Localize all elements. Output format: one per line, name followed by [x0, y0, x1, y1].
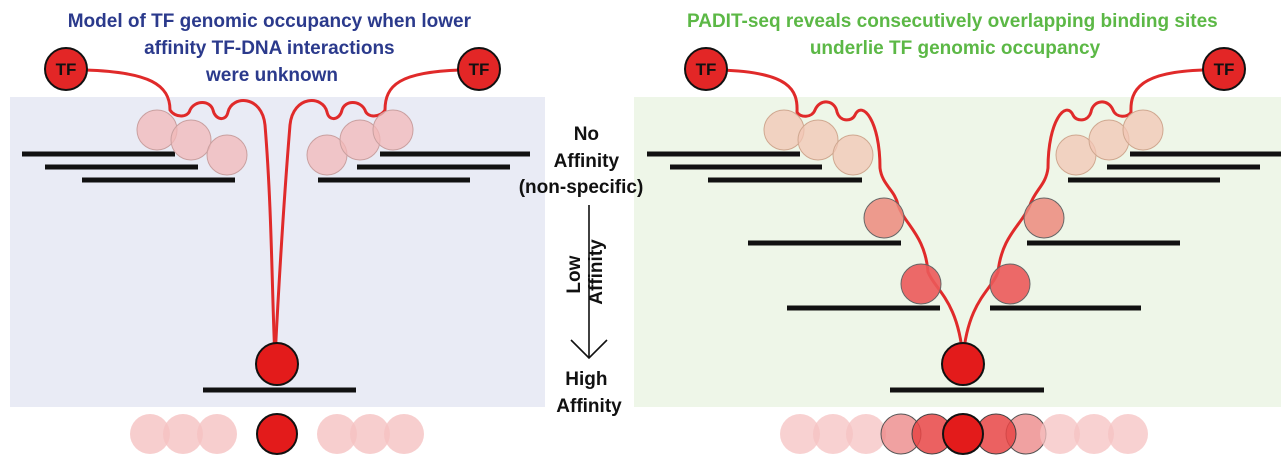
- right-high-affinity-tf: [941, 342, 985, 386]
- scale-top-line-2: Affinity: [554, 151, 620, 172]
- right-dna: [647, 151, 1281, 393]
- right-site-3: [832, 134, 874, 176]
- right-site-6: [1122, 109, 1164, 151]
- left-summary-1: [130, 414, 170, 454]
- left-dna: [22, 151, 530, 393]
- left-tf-label-2: TF: [469, 60, 490, 79]
- right-tf-label-1: TF: [696, 60, 717, 79]
- right-occupancy-summary: [780, 413, 1148, 455]
- left-site-2: [170, 119, 212, 161]
- left-summary-6: [384, 414, 424, 454]
- right-low-site-4: [989, 263, 1031, 305]
- right-tether-left: [719, 68, 965, 359]
- right-low-site-1: [863, 197, 905, 239]
- scale-bottom-line-1: High: [565, 369, 607, 390]
- scale-bottom-line-2: Affinity: [556, 396, 622, 417]
- left-summary-5: [350, 414, 390, 454]
- scale-bottom-label: High Affinity: [556, 369, 622, 417]
- right-tf-circle-2: [1202, 47, 1246, 91]
- left-tether-top-right: [273, 68, 461, 359]
- right-summary-center: [942, 413, 984, 455]
- scale-top-line-1: No: [574, 124, 599, 145]
- right-tf-circle-1: [684, 47, 728, 91]
- scale-middle-label: Low Affinity: [564, 239, 607, 305]
- scale-top-line-3: (non-specific): [519, 177, 644, 198]
- scale-middle-line-1: Low: [564, 255, 585, 293]
- scale-arrow: [570, 205, 608, 360]
- left-occupancy-summary: [130, 413, 424, 455]
- left-summary-center: [256, 413, 298, 455]
- left-tf-label-1: TF: [56, 60, 77, 79]
- left-no-affinity-sites: [136, 109, 414, 176]
- left-high-affinity-tf: [255, 342, 299, 386]
- right-low-site-2: [1023, 197, 1065, 239]
- left-tethers: [84, 68, 461, 359]
- right-tether-right: [961, 68, 1204, 359]
- left-site-3: [206, 134, 248, 176]
- left-tf-proteins: TF TF: [44, 47, 501, 91]
- scale-middle-line-2: Affinity: [586, 239, 607, 305]
- right-title-line-1: PADIT-seq reveals consecutively overlapp…: [687, 11, 1218, 32]
- right-summary-3: [846, 414, 886, 454]
- left-tf-circle-1: [44, 47, 88, 91]
- right-tf-label-2: TF: [1214, 60, 1235, 79]
- right-low-site-3: [900, 263, 942, 305]
- right-site-2: [797, 119, 839, 161]
- right-summary-9: [1074, 414, 1114, 454]
- right-summary-1: [780, 414, 820, 454]
- left-tf-circle-2: [457, 47, 501, 91]
- right-summary-10: [1108, 414, 1148, 454]
- left-site-6: [372, 109, 414, 151]
- left-panel-title: Model of TF genomic occupancy when lower…: [68, 11, 477, 86]
- right-panel-title: PADIT-seq reveals consecutively overlapp…: [687, 11, 1223, 59]
- right-no-affinity-sites: [763, 109, 1164, 176]
- left-summary-2: [163, 414, 203, 454]
- right-summary-2: [813, 414, 853, 454]
- left-title-line-1: Model of TF genomic occupancy when lower: [68, 11, 472, 32]
- left-summary-3: [197, 414, 237, 454]
- left-title-line-2: affinity TF-DNA interactions: [144, 38, 395, 59]
- right-tethers: [719, 68, 1204, 359]
- scale-top-label: No Affinity (non-specific): [519, 124, 644, 198]
- right-title-line-2: underlie TF genomic occupancy: [810, 38, 1101, 59]
- left-summary-4: [317, 414, 357, 454]
- right-low-affinity-sites: [863, 197, 1065, 305]
- left-tether-top-left: [84, 68, 277, 359]
- left-title-line-3: were unknown: [205, 65, 338, 86]
- right-tf-proteins: TF TF: [684, 47, 1246, 91]
- right-summary-8: [1040, 414, 1080, 454]
